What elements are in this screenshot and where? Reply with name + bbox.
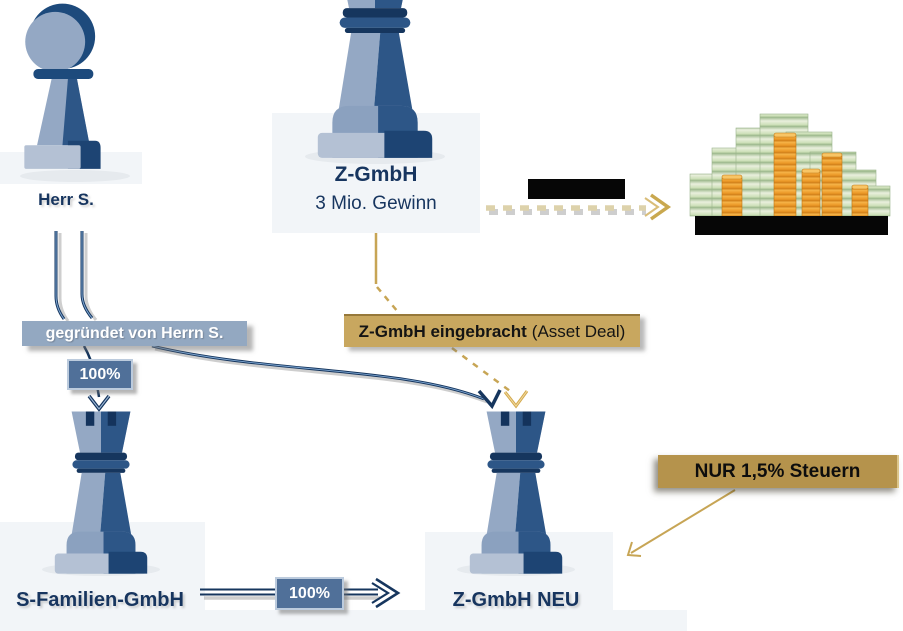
contribution-label-bold: Z-GmbH eingebracht [358, 321, 527, 341]
tax-pointer-arrow [626, 489, 736, 557]
rook-icon-z-gmbh [297, 0, 453, 162]
s-familien-gmbh-label: S-Familien-GmbH [16, 589, 184, 611]
founded-label: gegründet von Herrn S. [22, 321, 247, 346]
redaction-box-2 [695, 216, 888, 235]
z-gmbh-caption: Z-GmbH 3 Mio. Gewinn [272, 163, 480, 215]
z-gmbh-title: Z-GmbH [334, 163, 418, 186]
contribution-label: Z-GmbH eingebracht (Asset Deal) [344, 314, 640, 347]
coin-stacks [721, 132, 869, 217]
contribution-label-note: (Asset Deal) [531, 321, 626, 341]
pawn-shadow [20, 170, 130, 182]
ground-strip-bottom [15, 610, 687, 631]
pawn-icon-herr-s [8, 0, 126, 180]
herr-s-label: Herr S. [38, 190, 94, 209]
money-stacks-icon [689, 113, 891, 217]
founded-connector-lines [54, 231, 94, 320]
contribution-arrow [374, 233, 529, 409]
profit-dashed-arrow [486, 193, 672, 221]
rook-icon-s-familien [38, 409, 164, 577]
ownership-100-bottom-badge: 100% [275, 577, 344, 610]
redaction-box-1 [528, 179, 625, 199]
tax-callout-label: NUR 1,5% Steuern [658, 455, 899, 488]
z-gmbh-subtitle: 3 Mio. Gewinn [315, 193, 437, 214]
ownership-100-top-badge: 100% [67, 359, 133, 390]
z-gmbh-neu-label: Z-GmbH NEU [452, 589, 580, 611]
founded-curved-arrow [151, 344, 502, 410]
rook-icon-z-gmbh-neu [453, 409, 579, 577]
